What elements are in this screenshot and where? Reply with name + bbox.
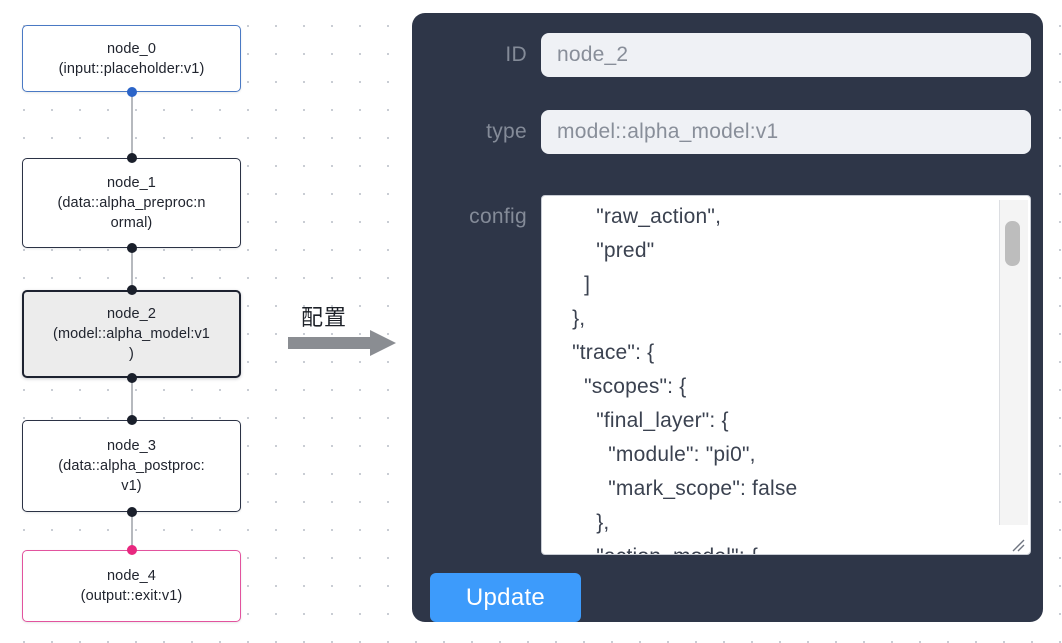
node2-source-handle[interactable]	[127, 373, 137, 383]
edge-node1-node2	[131, 248, 133, 290]
node1-source-handle[interactable]	[127, 243, 137, 253]
node2-target-handle[interactable]	[127, 285, 137, 295]
graph-node-label: node_3 (data::alpha_postproc: v1)	[58, 438, 205, 494]
type-input[interactable]	[541, 110, 1031, 154]
graph-node-node_0[interactable]: node_0 (input::placeholder:v1)	[22, 25, 241, 92]
type-field-label: type	[486, 120, 527, 143]
update-button[interactable]: Update	[430, 573, 581, 622]
arrow-right-icon	[288, 330, 396, 356]
config-field-label: config	[469, 205, 527, 228]
edge-node0-node1	[131, 92, 133, 158]
graph-node-node_1[interactable]: node_1 (data::alpha_preproc:n ormal)	[22, 158, 241, 248]
node3-target-handle[interactable]	[127, 415, 137, 425]
node3-source-handle[interactable]	[127, 507, 137, 517]
graph-node-node_3[interactable]: node_3 (data::alpha_postproc: v1)	[22, 420, 241, 512]
graph-node-node_2[interactable]: node_2 (model::alpha_model:v1 )	[22, 290, 241, 378]
edge-node3-node4	[131, 512, 133, 550]
arrow-caption: 配置	[301, 306, 348, 331]
node1-target-handle[interactable]	[127, 153, 137, 163]
field-row-type: type	[412, 110, 1043, 154]
field-row-id: ID	[412, 33, 1043, 77]
graph-node-label: node_2 (model::alpha_model:v1 )	[53, 306, 210, 362]
graph-node-node_4[interactable]: node_4 (output::exit:v1)	[22, 550, 241, 622]
id-field-label: ID	[505, 43, 527, 66]
graph-node-label: node_1 (data::alpha_preproc:n ormal)	[57, 175, 206, 231]
resize-handle-icon[interactable]	[1010, 537, 1026, 553]
edge-node2-node3	[131, 378, 133, 420]
id-input[interactable]	[541, 33, 1031, 77]
node-config-panel: ID type config "raw_action", "pred" ] },…	[412, 13, 1043, 622]
config-textarea[interactable]: "raw_action", "pred" ] }, "trace": { "sc…	[541, 195, 1031, 555]
graph-node-label: node_4 (output::exit:v1)	[80, 568, 183, 604]
field-row-config: config "raw_action", "pred" ] }, "trace"…	[412, 195, 1043, 555]
graph-node-label: node_0 (input::placeholder:v1)	[58, 40, 205, 77]
node0-source-handle[interactable]	[127, 87, 137, 97]
node4-target-handle[interactable]	[127, 545, 137, 555]
config-scrollbar-thumb[interactable]	[1005, 221, 1020, 266]
